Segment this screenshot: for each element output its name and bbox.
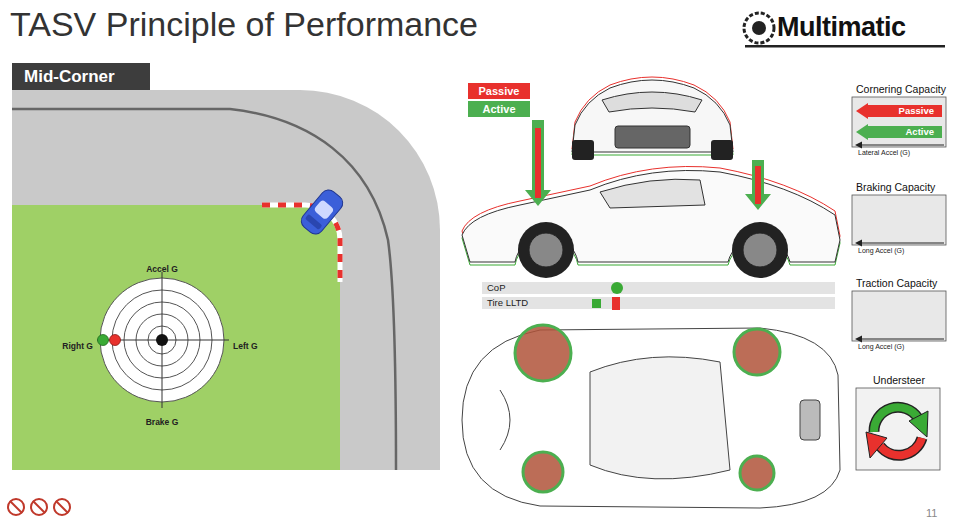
race-car <box>298 187 346 238</box>
capacity-panel: Traction CapacityLong Accel (G) <box>850 274 948 354</box>
label-holder: Brake G <box>146 411 179 429</box>
side-view-car <box>462 166 840 278</box>
lltd-active-marker <box>592 299 601 308</box>
front-view-car <box>572 77 733 160</box>
node-label: Cornering Capacity <box>850 80 954 96</box>
axis-name: Right G <box>62 341 93 351</box>
racing-line <box>12 109 396 470</box>
legend-label: Passive <box>468 83 530 99</box>
infield-grass <box>12 205 340 470</box>
node-label: CoP <box>482 282 835 294</box>
label-holder: Multimatic <box>777 12 906 42</box>
node-label: Mid-Corner <box>24 63 138 90</box>
axis-label: Lateral Accel (G) <box>850 148 954 157</box>
legend-entry: Active <box>468 101 530 117</box>
track-surface <box>12 90 440 470</box>
indicator-bar: Tire LLTD <box>482 297 835 309</box>
capacity-panel: Braking CapacityLong Accel (G) <box>850 178 948 258</box>
capacity-panel: Cornering CapacityLateral Accel (G) Passi… <box>850 80 954 160</box>
arrow-body <box>856 124 942 140</box>
axis-name: Accel G <box>146 264 178 274</box>
section-tag: Mid-Corner <box>12 63 150 90</box>
indicator-bar: CoP <box>482 282 835 294</box>
label-holder: Right G <box>62 335 93 353</box>
capacity-arrow: Passive <box>856 103 942 119</box>
logo-mark <box>744 13 945 48</box>
understeer-panel: Understeer <box>850 371 948 471</box>
label-holder: 11 <box>926 503 937 519</box>
capacity-arrow: Active <box>856 124 942 140</box>
axis-label: Long Accel (G) <box>850 342 948 351</box>
node-label: Understeer <box>850 371 948 387</box>
company-logo: Multimatic <box>777 12 906 42</box>
legend-label: Active <box>468 101 530 117</box>
cop-marker <box>611 282 623 294</box>
axis-name: Left G <box>233 341 258 351</box>
node-label: Passive <box>856 103 942 119</box>
arrow-body <box>856 103 942 119</box>
cop-track <box>482 282 835 294</box>
restriction-icons <box>8 499 70 515</box>
gg-target <box>97 272 229 408</box>
label-holder: Left G <box>233 335 258 353</box>
title-holder: TASV Principle of Performance <box>10 4 478 44</box>
lltd-passive-marker <box>612 297 620 310</box>
legend-entry: Passive <box>468 83 530 99</box>
top-view-car <box>462 325 840 508</box>
slide-title: TASV Principle of Performance <box>10 4 478 44</box>
axis-name: Brake G <box>146 417 179 427</box>
node-label: Traction Capacity <box>850 274 948 290</box>
node-label: Active <box>856 124 942 140</box>
page-number: 11 <box>926 507 937 519</box>
node-label: Tire LLTD <box>482 297 835 309</box>
lltd-track <box>482 297 835 309</box>
downforce-arrow <box>525 120 771 210</box>
node-label: Braking Capacity <box>850 178 948 194</box>
label-holder: Accel G <box>146 258 178 276</box>
axis-label: Long Accel (G) <box>850 246 948 255</box>
